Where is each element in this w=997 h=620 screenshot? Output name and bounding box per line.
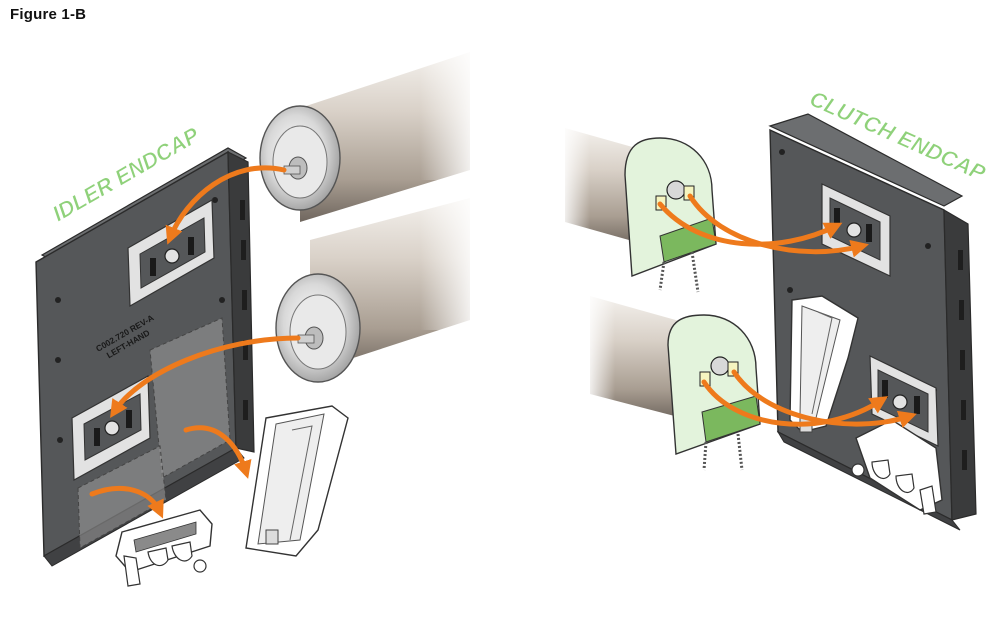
arrow-insert-removal [89, 485, 164, 519]
idler-endcap-insert [115, 509, 213, 587]
arrow-upper-tube-to-mount [165, 165, 287, 245]
arrow-lower-tube-to-mount [110, 335, 301, 419]
arrow-upper-clutch-lug-b [687, 193, 869, 258]
arrow-upper-clutch-lug-a [657, 201, 843, 247]
arrow-lower-clutch-lug-a [701, 379, 889, 427]
clutch-endcap-insert [851, 419, 943, 515]
figure-title: Figure 1-B [10, 6, 87, 23]
upper-roller-tube [259, 40, 480, 222]
idler-cover-clip [245, 405, 349, 557]
upper-clutch-head [624, 137, 717, 293]
clutch-endcap-assembly: CLUTCH ENDCAP [560, 85, 990, 531]
idler-endcap-assembly: C002.720 REV-A LEFT-HAND IDLER ENDCAP [35, 40, 480, 587]
arrow-lower-clutch-lug-b [731, 369, 917, 428]
lower-clutch-tube [585, 288, 690, 420]
idler-bracket-plate [35, 147, 255, 567]
arrow-cover-to-clip [183, 425, 252, 479]
lower-roller-tube [275, 190, 480, 383]
lower-clutch-head [667, 314, 761, 471]
